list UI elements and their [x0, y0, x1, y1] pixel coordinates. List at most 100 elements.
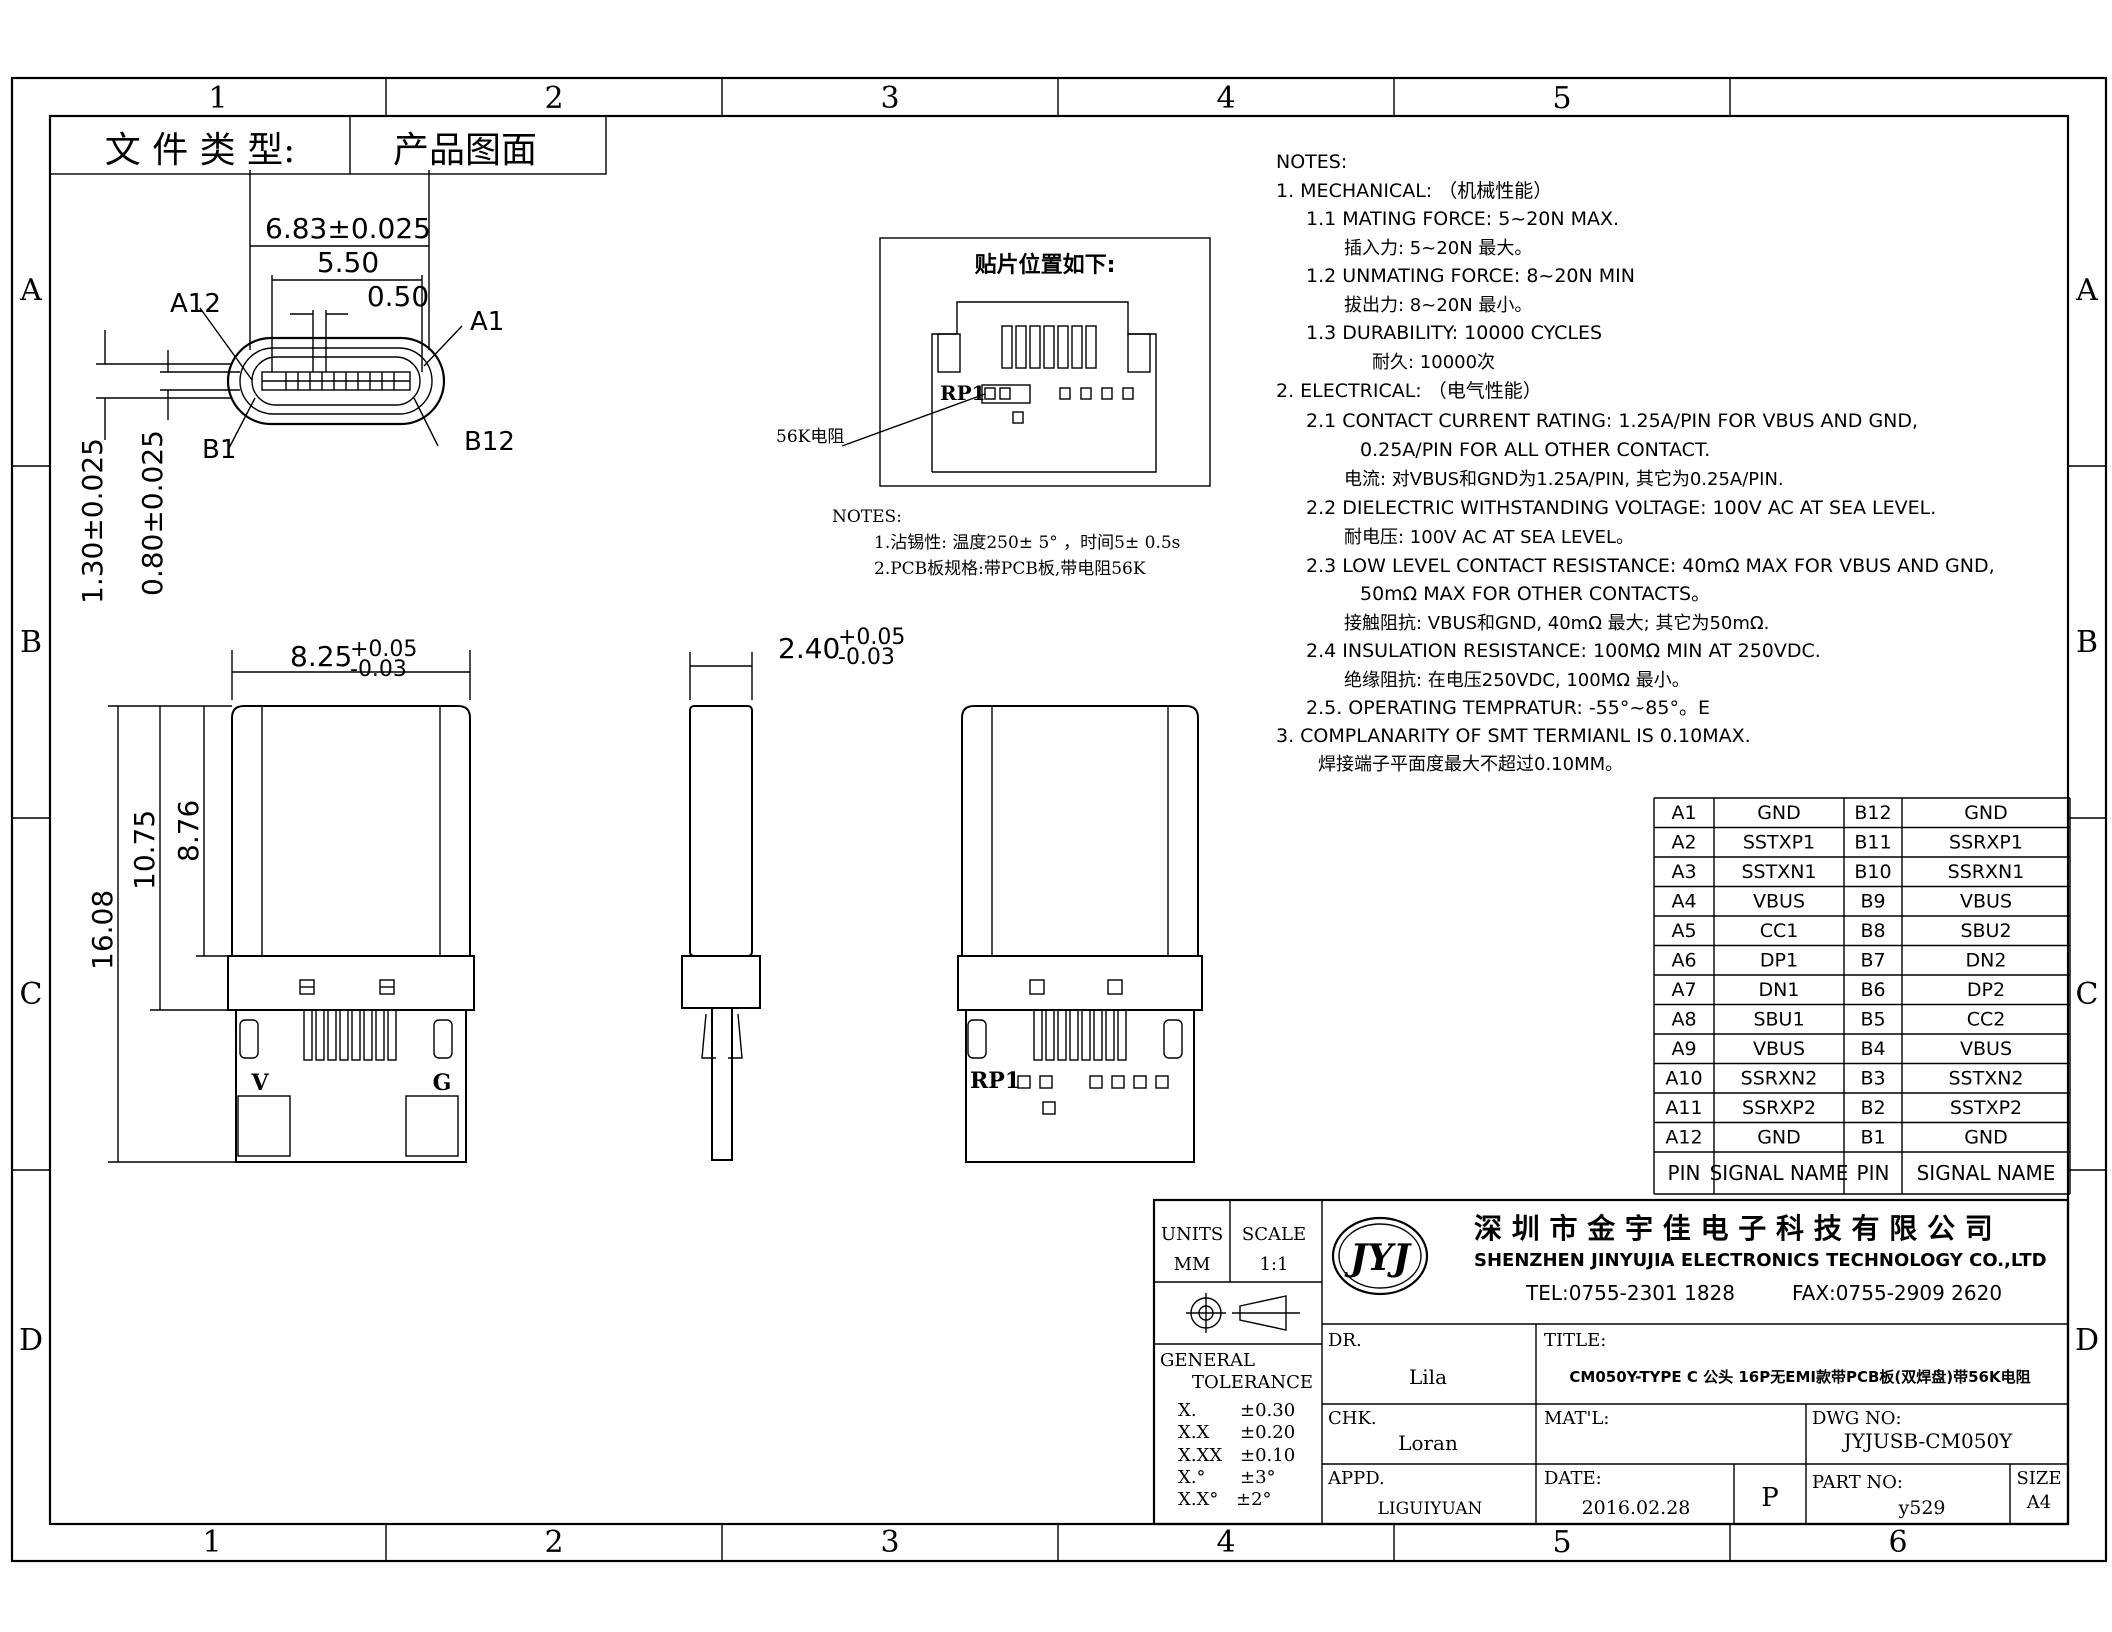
units-value: MM — [1174, 1254, 1211, 1275]
note-line: 耐电压: 100V AC AT SEA LEVEL。 — [1344, 527, 1634, 548]
pin-cell: B8 — [1860, 920, 1885, 942]
back-rp-label: RP1 — [970, 1068, 1020, 1094]
col-number-top: 1 — [208, 81, 227, 116]
col-number-top: 2 — [544, 81, 563, 116]
pcb-notes: NOTES: 1.沾锡性: 温度250± 5° ，时间5± 0.5s 2.PCB… — [832, 507, 1180, 579]
company-name-en: SHENZHEN JINYUJIA ELECTRONICS TECHNOLOGY… — [1474, 1250, 2047, 1271]
note-line: 2.2 DIELECTRIC WITHSTANDING VOLTAGE: 100… — [1306, 497, 1936, 519]
tolerance-heading: GENERAL — [1160, 1350, 1255, 1371]
tolerance-key: X.° — [1178, 1467, 1206, 1488]
signal-cell: GND — [1757, 802, 1801, 824]
col-number-top: 5 — [1552, 81, 1571, 116]
pcb-note-line: 2.PCB板规格:带PCB板,带电阻56K — [874, 559, 1146, 579]
col-number-bottom: 6 — [1888, 1525, 1907, 1560]
pin-cell: A3 — [1671, 861, 1696, 883]
appd-label: APPD. — [1327, 1468, 1385, 1489]
pin-cell: B11 — [1854, 832, 1891, 854]
col-number-top: 3 — [880, 81, 899, 116]
tolerance-heading: TOLERANCE — [1192, 1372, 1313, 1393]
row-letter-left: D — [19, 1323, 43, 1358]
row-letter-left: A — [19, 273, 42, 308]
tolerance-key: X. — [1178, 1400, 1197, 1421]
pin-cell: A12 — [1665, 1127, 1702, 1149]
doc-type-box: 文 件 类 型: 产品图面 — [49, 115, 607, 175]
note-line: 1.2 UNMATING FORCE: 8~20N MIN — [1306, 265, 1635, 287]
pin-cell: B10 — [1854, 861, 1891, 883]
dim-thickness: 2.40 — [778, 632, 840, 665]
dwg-value: JYJUSB-CM050Y — [1842, 1429, 2014, 1453]
doc-type-value: 产品图面 — [393, 130, 537, 171]
pin-cell: A11 — [1665, 1097, 1702, 1119]
signal-cell: DN1 — [1759, 979, 1800, 1001]
col-number-bottom: 2 — [544, 1525, 563, 1560]
pin-header: PIN — [1668, 1161, 1701, 1185]
scale-label: SCALE — [1242, 1224, 1306, 1245]
pad-v-label: V — [250, 1070, 269, 1096]
row-letter-left: B — [20, 625, 42, 660]
title-label: TITLE: — [1544, 1330, 1606, 1351]
dim-front-tol-plus: +0.05 — [350, 637, 417, 662]
signal-cell: SSRXN1 — [1948, 861, 2025, 883]
row-letter-right: D — [2075, 1323, 2099, 1358]
tolerance-value: ±0.30 — [1240, 1400, 1295, 1421]
dim-thickness-tol-minus: -0.03 — [838, 645, 895, 670]
drawing-frame — [10, 76, 2108, 1563]
pin-cell: A4 — [1671, 891, 1696, 913]
pin-cell: B9 — [1860, 891, 1885, 913]
note-line: 1.3 DURABILITY: 10000 CYCLES — [1306, 322, 1602, 344]
dr-label: DR. — [1328, 1330, 1362, 1351]
note-line: 耐久: 10000次 — [1372, 352, 1495, 373]
note-line: 焊接端子平面度最大不超过0.10MM。 — [1318, 754, 1623, 775]
pin-cell: B5 — [1860, 1009, 1885, 1031]
company-name-cn: 深 圳 市 金 宇 佳 电 子 科 技 有 限 公 司 — [1474, 1212, 1993, 1245]
chk-label: CHK. — [1328, 1408, 1377, 1429]
top-view: 6.83±0.025 5.50 0.50 A12 A1 B1 B12 1.30±… — [76, 170, 515, 604]
dim-pitch-span: 5.50 — [317, 246, 379, 279]
company-logo: JYJ — [1331, 1216, 1429, 1296]
size-value: A4 — [2026, 1492, 2051, 1513]
front-view: V G 8.25 +0.05 -0.03 16.08 10.75 8.76 — [86, 637, 475, 1163]
signal-header: SIGNAL NAME — [1710, 1161, 1849, 1185]
title-value: CM050Y-TYPE C 公头 16P无EMI款带PCB板(双焊盘)带56K电… — [1569, 1368, 2030, 1386]
col-number-top: 4 — [1216, 81, 1235, 116]
date-value: 2016.02.28 — [1582, 1497, 1691, 1519]
pin-cell: A10 — [1665, 1068, 1702, 1090]
side-view: 2.40 +0.05 -0.03 — [681, 625, 905, 1161]
label-b1: B1 — [202, 435, 236, 465]
pin-header: PIN — [1857, 1161, 1890, 1185]
dim-overall-width: 6.83±0.025 — [265, 212, 431, 245]
pin-cell: A1 — [1671, 802, 1696, 824]
signal-cell: SSTXN1 — [1741, 861, 1816, 883]
notes-block: NOTES: 1. MECHANICAL: （机械性能） 1.1 MATING … — [1276, 151, 1995, 775]
units-label: UNITS — [1161, 1224, 1223, 1245]
appd-value: LIGUIYUAN — [1378, 1499, 1483, 1519]
pcb-notes-heading: NOTES: — [832, 507, 902, 527]
signal-cell: VBUS — [1960, 891, 2012, 913]
note-line: 2.4 INSULATION RESISTANCE: 100MΩ MIN AT … — [1306, 640, 1821, 662]
tolerance-key: X.XX — [1178, 1445, 1222, 1466]
signal-header: SIGNAL NAME — [1917, 1161, 2056, 1185]
dr-value: Lila — [1409, 1365, 1447, 1389]
chk-value: Loran — [1398, 1431, 1458, 1455]
dim-pitch: 0.50 — [367, 280, 429, 313]
dim-inner-height: 0.80±0.025 — [136, 430, 169, 596]
doc-type-label: 文 件 类 型: — [105, 130, 295, 171]
part-value: y529 — [1898, 1497, 1946, 1519]
notes-heading: NOTES: — [1276, 151, 1347, 173]
row-letter-right: A — [2075, 273, 2098, 308]
dim-total-length: 16.08 — [86, 890, 119, 970]
pcb-rp-label: RP1 — [940, 381, 986, 405]
note-line: 拔出力: 8~20N 最小。 — [1344, 295, 1532, 316]
pin-cell: A9 — [1671, 1038, 1696, 1060]
col-number-bottom: 4 — [1216, 1525, 1235, 1560]
row-letter-left: C — [20, 977, 43, 1012]
date-label: DATE: — [1544, 1468, 1602, 1489]
signal-cell: DP2 — [1967, 979, 2005, 1001]
note-line: 50mΩ MAX FOR OTHER CONTACTS。 — [1360, 583, 1710, 605]
note-line: 接触阻抗: VBUS和GND, 40mΩ 最大; 其它为50mΩ. — [1344, 613, 1769, 634]
tolerance-value: ±0.20 — [1240, 1422, 1295, 1443]
company-tel: TEL:0755-2301 1828 — [1525, 1281, 1735, 1305]
note-line: 绝缘阻抗: 在电压250VDC, 100MΩ 最小。 — [1344, 670, 1690, 691]
part-label: PART NO: — [1812, 1472, 1903, 1493]
